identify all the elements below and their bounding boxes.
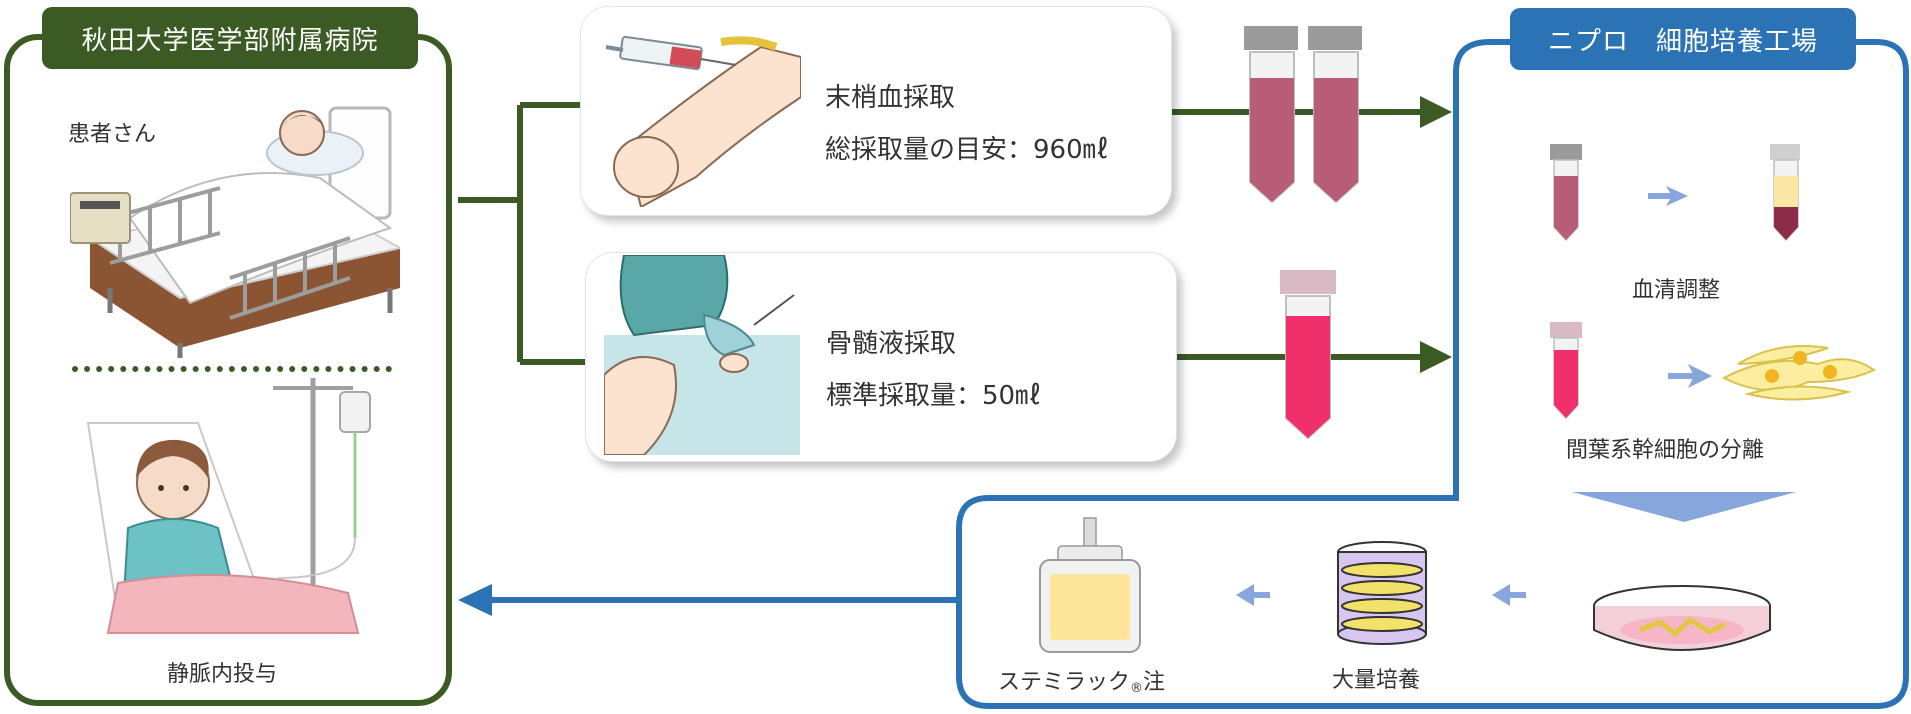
msc-label: 間葉系幹細胞の分離 [1566, 438, 1765, 463]
serum-output-tube [1770, 144, 1800, 242]
marrow-collection-box: 骨髄液採取 標準採取量：50㎖ [585, 252, 1177, 462]
hospital-title: 秋田大学医学部附属病院 [42, 7, 418, 69]
product-name: ステミラック [998, 670, 1131, 695]
marrow-collection-title: 骨髄液採取 [826, 329, 957, 359]
factory-outline [956, 39, 1909, 709]
serum-arrow [1666, 186, 1688, 206]
blood-to-factory-arrowhead [1420, 96, 1452, 128]
marrow-tube [1280, 270, 1336, 440]
blood-tube-1 [1244, 26, 1298, 204]
serum-input-tube [1550, 144, 1582, 242]
branch-connector [458, 102, 590, 365]
marrow-to-factory-arrowhead [1420, 341, 1452, 373]
product-suffix: 注 [1143, 670, 1166, 695]
msc-arrow [1688, 364, 1712, 388]
culture-stack-illustration [1337, 541, 1427, 645]
culture-to-product-arrow [1236, 584, 1270, 606]
patient-label: 患者さん [68, 122, 157, 147]
marrow-collection-amount: 標準採取量：50㎖ [826, 381, 1042, 411]
serum-preparation-diagram [1550, 144, 1800, 242]
dish-to-culture-arrow [1492, 584, 1526, 606]
hospital-bed-illustration [70, 106, 400, 358]
infusion-label: 静脈内投与 [167, 662, 278, 687]
iv-infusion-illustration [86, 378, 371, 634]
down-arrow [1572, 492, 1796, 522]
blood-collection-title: 末梢血採取 [825, 83, 956, 113]
product-bag-illustration [1039, 517, 1141, 653]
blood-tubes [1244, 26, 1362, 204]
factory-title: ニプロ 細胞培養工場 [1510, 8, 1856, 70]
msc-separation-diagram [1550, 322, 1877, 420]
hospital-divider [72, 366, 392, 372]
culture-label: 大量培養 [1332, 668, 1421, 693]
product-label: ステミラック®注 [998, 664, 1165, 696]
serum-label: 血清調整 [1632, 278, 1721, 303]
blood-draw-illustration [605, 35, 801, 207]
blood-collection-amount: 総採取量の目安：960㎖ [825, 135, 1109, 165]
blood-tube-2 [1308, 26, 1362, 204]
blood-collection-box: 末梢血採取 総採取量の目安：960㎖ [580, 6, 1172, 216]
petri-dish-illustration [1593, 585, 1771, 651]
return-arrowhead [458, 584, 492, 616]
registered-mark: ® [1130, 681, 1144, 696]
mesenchymal-cells [1721, 345, 1877, 401]
msc-input-tube [1550, 322, 1582, 420]
marrow-aspiration-illustration [604, 255, 800, 455]
